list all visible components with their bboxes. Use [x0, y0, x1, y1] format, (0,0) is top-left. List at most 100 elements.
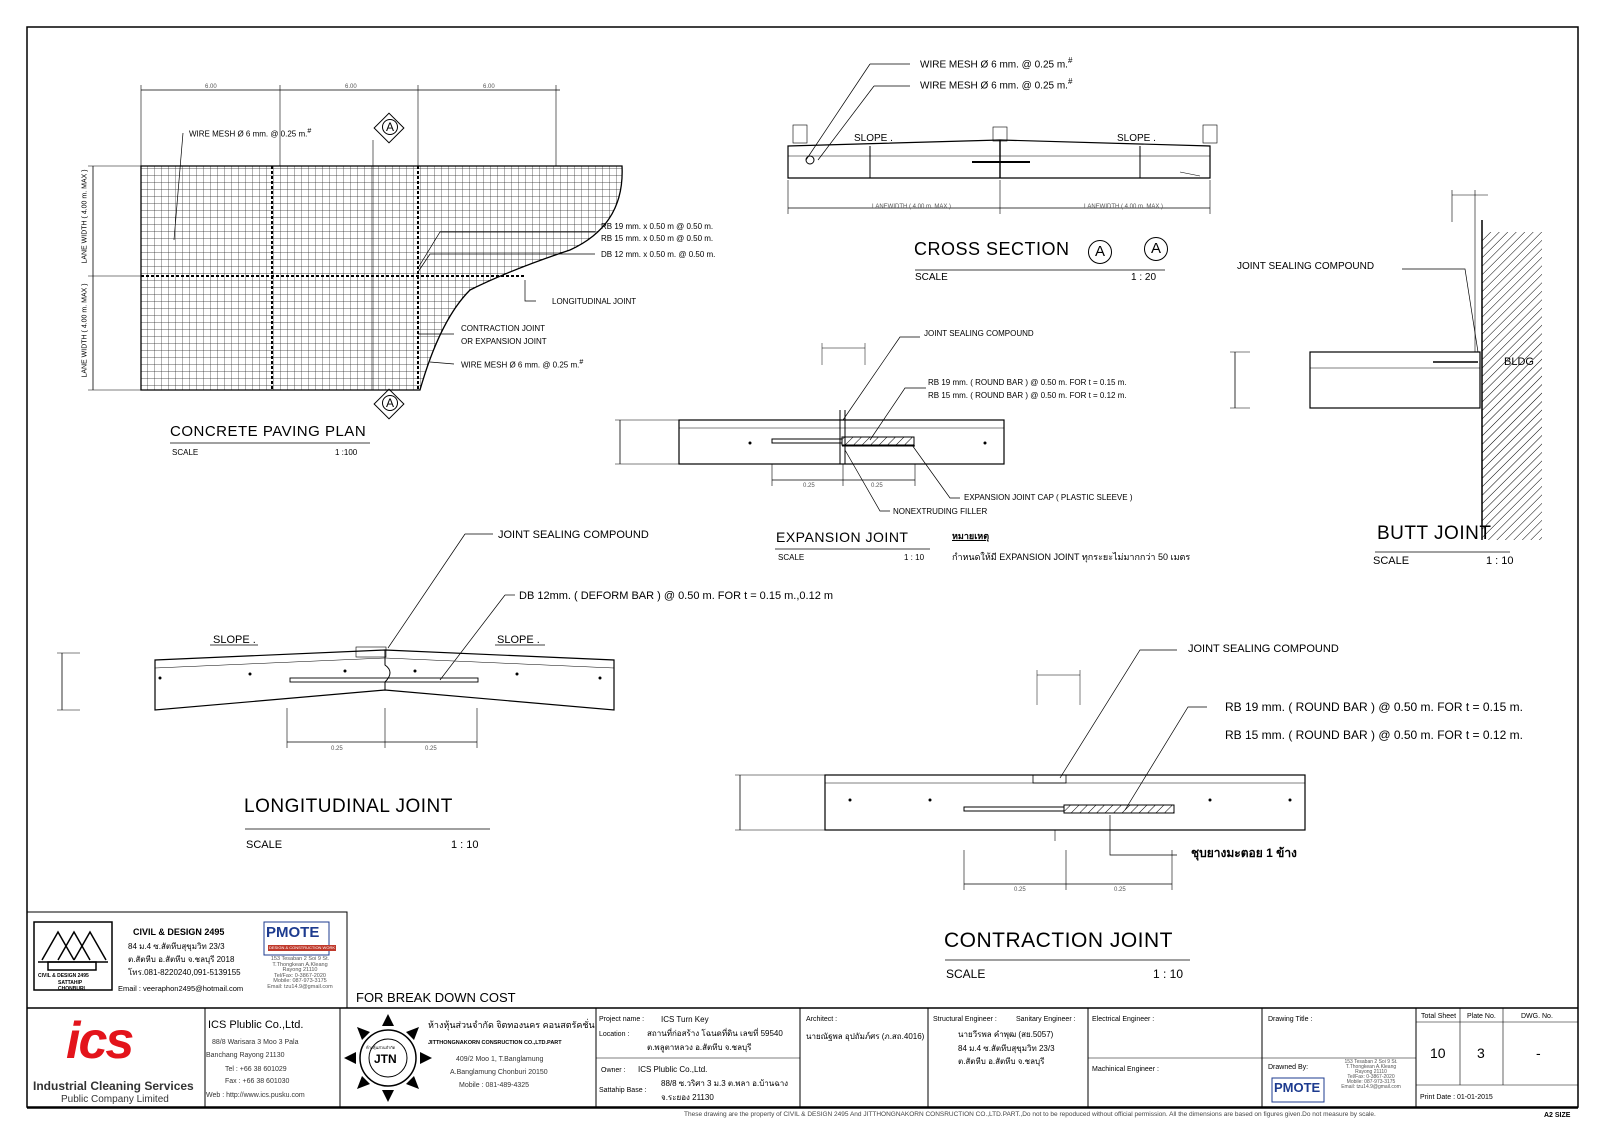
long-scale-label: SCALE	[246, 839, 283, 851]
ics-name-2: Public Company Limited	[61, 1094, 169, 1105]
con-scale-label: SCALE	[946, 967, 986, 981]
exp-rb19-label: RB 19 mm. ( ROUND BAR ) @ 0.50 m. FOR t …	[928, 378, 1127, 387]
ics-addr-3: Tel : +66 38 601029	[225, 1066, 287, 1073]
exp-rb15-label: RB 15 mm. ( ROUND BAR ) @ 0.50 m. FOR t …	[928, 391, 1127, 400]
ics-addr-2: Banchang Rayong 21130	[206, 1052, 285, 1059]
contraction-joint-drawing	[735, 649, 1306, 890]
engineer-value-1: นายวีรพล คำพุฒ (สย.5057)	[958, 1030, 1054, 1039]
jtn-addr-2: A.Banglamung Chonburi 20150	[450, 1069, 548, 1076]
title-underlines	[170, 269, 1510, 961]
ics-name-1: Industrial Cleaning Services	[33, 1079, 194, 1093]
long-sealing-label: JOINT SEALING COMPOUND	[498, 529, 649, 541]
owner-label: Owner :	[601, 1067, 626, 1074]
owner-value: ICS Plublic Co.,Ltd.	[638, 1065, 708, 1074]
plan-contraction-label-2: OR EXPANSION JOINT	[461, 337, 547, 346]
architect-value: นายณัฐพล อุปถัมภ์ศร (ภ.สถ.4016)	[806, 1032, 925, 1041]
exp-note-text: กำหนดให้มี EXPANSION JOINT ทุกระยะไม่มาก…	[952, 552, 1191, 562]
plan-lane-width-lower: LANE WIDTH ( 4.00 m. MAX )	[81, 283, 89, 378]
civil-phone: โทร.081-8220240,091-5139155	[128, 968, 241, 977]
pmote-logo-box-2	[1271, 1077, 1325, 1103]
plan-scale-label: SCALE	[172, 448, 199, 457]
plate-label: Plate No.	[1467, 1013, 1496, 1020]
plate-value: 3	[1477, 1045, 1485, 1061]
pmote-address: 153 Tesaban 2 Soi 9 St. T.Thongkean A.Kl…	[267, 956, 333, 990]
project-value: ICS Turn Key	[661, 1015, 709, 1024]
location-label: Location :	[599, 1031, 630, 1038]
section-mark-top-label: A	[382, 119, 398, 135]
plan-longitudinal-label: LONGITUDINAL JOINT	[552, 297, 637, 306]
con-title: CONTRACTION JOINT	[944, 929, 1173, 952]
long-slope-left: SLOPE .	[213, 634, 256, 646]
butt-joint-drawing	[1230, 190, 1542, 540]
mechanical-label: Machinical Engineer :	[1092, 1066, 1159, 1073]
plan-rb19-label: RB 19 mm. x 0.50 m @ 0.50 m.	[601, 222, 714, 231]
long-title: LONGITUDINAL JOINT	[244, 796, 453, 817]
exp-dim-1: 0.25	[803, 483, 815, 489]
butt-title: BUTT JOINT	[1377, 523, 1492, 544]
cross-scale-value: 1 : 20	[1131, 272, 1157, 283]
civil-email: Email : veeraphon2495@hotmail.com	[118, 984, 244, 993]
dwg-label: DWG. No.	[1521, 1013, 1553, 1020]
long-dim-2: 0.25	[425, 746, 437, 752]
plan-lane-width-upper: LANE WIDTH ( 4.00 m. MAX )	[81, 169, 89, 264]
structural-label: Structural Engineer :	[933, 1016, 997, 1023]
civil-logo-text-2: SATTAHIP	[58, 980, 83, 986]
exp-note-head: หมายเหตุ	[952, 531, 990, 541]
civil-logo-text-3: CHONBURI	[58, 986, 85, 992]
jtn-logo-ring: ห้างหุ้นส่วนจำกัด	[366, 1045, 396, 1050]
cross-mesh-2: WIRE MESH Ø 6 mm. @ 0.25 m.#	[920, 77, 1073, 92]
engineer-value-2: 84 ม.4 ซ.สัตหีบสุขุมวิท 23/3	[958, 1044, 1055, 1053]
cross-mark-2: A	[1144, 237, 1168, 261]
con-sealing-label: JOINT SEALING COMPOUND	[1188, 643, 1339, 655]
pmote-address-2: 153 Tesaban 2 Soi 9 St. T.Thongkean A.Kl…	[1341, 1059, 1401, 1090]
base-value-2: จ.ระยอง 21130	[661, 1093, 714, 1102]
butt-scale-value: 1 : 10	[1486, 555, 1514, 567]
longitudinal-joint-drawing	[57, 533, 615, 748]
exp-cap-label: EXPANSION JOINT CAP ( PLASTIC SLEEVE )	[964, 493, 1133, 502]
jtn-addr-3: Mobile : 081-489-4325	[459, 1082, 530, 1089]
plan-contraction-label-1: CONTRACTION JOINT	[461, 324, 545, 333]
total-sheet-value: 10	[1430, 1045, 1446, 1061]
butt-sealing-label: JOINT SEALING COMPOUND	[1237, 261, 1375, 272]
exp-scale-label: SCALE	[778, 553, 805, 562]
plan-dim-3: 6.00	[483, 84, 495, 90]
long-slope-right: SLOPE .	[497, 634, 540, 646]
civil-logo-text-1: CIVIL & DESIGN 2495	[38, 973, 89, 979]
con-dim-2: 0.25	[1114, 887, 1126, 893]
disclaimer: These drawing are the property of CIVIL …	[684, 1111, 1376, 1118]
con-dim-1: 0.25	[1014, 887, 1026, 893]
butt-bldg-label: BLDG	[1504, 356, 1534, 368]
civil-logo-shapes	[38, 930, 108, 971]
plan-rb15-label: RB 15 mm. x 0.50 m @ 0.50 m.	[601, 234, 714, 243]
titleblock-frames	[26, 911, 1578, 1109]
print-date: Print Date : 01-01-2015	[1420, 1094, 1493, 1101]
pmote-logo-sub: DESIGN & CONSTRUCTION WORK	[268, 945, 337, 951]
break-down-cost: FOR BREAK DOWN COST	[356, 990, 516, 1005]
exp-title: EXPANSION JOINT	[776, 529, 909, 545]
expansion-joint-drawing	[615, 336, 1005, 512]
jtn-logo: JTN	[374, 1052, 397, 1066]
project-label: Project name :	[599, 1016, 645, 1023]
paving-plan-mesh	[88, 85, 623, 391]
jtn-sun-logo	[344, 1014, 432, 1102]
total-sheet-label: Total Sheet	[1421, 1013, 1457, 1020]
cross-slope-left: SLOPE .	[854, 133, 893, 144]
ics-logo: ics	[66, 1012, 134, 1070]
jtn-name-en: JITTHONGNAKORN CONSRUCTION CO.,LTD.PART	[428, 1040, 562, 1046]
ics-addr-1: 88/8 Warisara 3 Moo 3 Pala	[212, 1039, 299, 1046]
ics-addr-4: Fax : +66 38 601030	[225, 1078, 290, 1085]
paper-size: A2 SIZE	[1544, 1112, 1571, 1119]
plan-db12-label: DB 12 mm. x 0.50 m. @ 0.50 m.	[601, 250, 716, 259]
con-note: ชุบยางมะตอย 1 ข้าง	[1191, 846, 1297, 860]
drawn-by-label: Drawned By:	[1268, 1064, 1309, 1071]
cross-title: CROSS SECTION	[914, 239, 1070, 259]
cross-section-drawing	[787, 63, 1218, 214]
sanitary-label: Sanitary Engineer :	[1016, 1016, 1076, 1023]
civil-address-2: ต.สัตหีบ อ.สัตหีบ จ.ชลบุรี 2018	[128, 955, 235, 964]
architect-label: Architect :	[806, 1016, 838, 1023]
jtn-name-th: ห้างหุ้นส่วนจำกัด จิตทองนคร คอนสตรัคชั่น	[428, 1020, 595, 1030]
base-value-1: 88/8 ซ.วริศา 3 ม.3 ต.พลา อ.บ้านฉาง	[661, 1079, 789, 1088]
civil-address-1: 84 ม.4 ซ.สัตหีบสุขุมวิท 23/3	[128, 942, 225, 951]
base-label: Sattahip Base :	[599, 1087, 647, 1094]
